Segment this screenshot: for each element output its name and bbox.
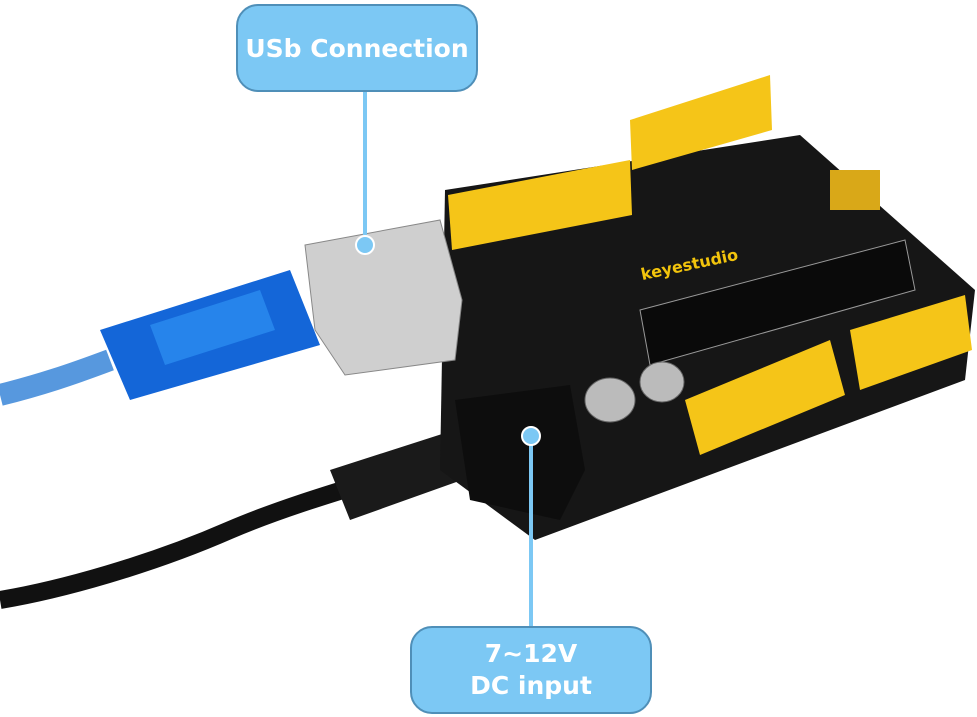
dc-callout-dot [521,426,541,446]
usb-callout-label: USb Connection [245,33,469,63]
usb-plug-highlight [150,290,275,365]
icsp-pins [830,170,880,210]
header-top-left [448,160,632,250]
dc-callout-label: DC input [470,671,592,700]
usb-cable [0,349,114,406]
usb-callout-dot [355,235,375,255]
usb-b-port [304,219,463,376]
capacitor [584,377,636,423]
header-top-right [630,75,772,170]
capacitor [639,361,685,403]
dc-barrel-jack [455,385,585,520]
dc-callout-voltage: 7~12V [484,639,578,668]
header-bottom-right [850,295,972,390]
header-bottom-left [685,340,845,455]
usb-connection-callout: USb Connection [236,4,478,92]
dc-input-callout: 7~12V DC input [410,626,652,714]
microcontroller-chip [639,239,916,366]
